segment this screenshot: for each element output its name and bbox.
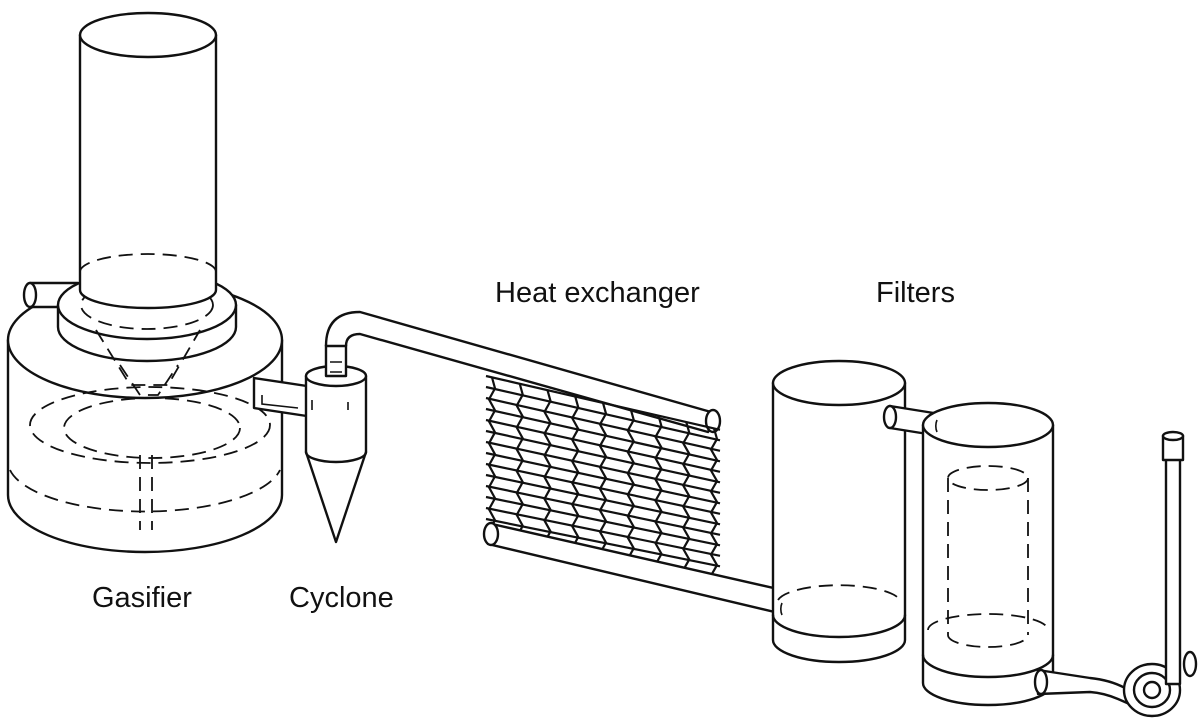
filter-2-unit [921,401,1055,707]
label-heat-exchanger: Heat exchanger [495,277,700,309]
gasifier-unit [6,11,322,554]
heat-exchanger-column [487,377,497,532]
heat-exchanger-rod [485,495,721,547]
label-cyclone: Cyclone [289,582,394,614]
heat-exchanger-rod [485,385,721,442]
heat-exchanger-column [598,402,608,554]
heat-exchanger-unit [324,310,802,620]
label-filters: Filters [876,277,955,309]
heat-exchanger-rod [485,462,721,515]
gasifier-outlet-port [252,376,322,420]
heat-exchanger-rod [485,429,721,484]
heat-exchanger-column [681,421,691,571]
heat-exchanger-rod [485,407,721,463]
label-gasifier: Gasifier [92,582,192,614]
cyclone-unit [304,343,368,544]
heat-exchanger-rod [485,396,721,452]
heat-exchanger-column [654,415,663,566]
outlet-pipe-and-blower [1033,430,1198,718]
heat-exchanger-rod [485,440,721,494]
heat-exchanger-column [570,396,580,549]
gasifier-feed-cylinder [78,11,218,310]
heat-exchanger-rod [485,506,721,557]
gasifier-inlet-pipe [22,281,80,309]
heat-exchanger-column [543,389,552,543]
heat-exchanger-column [515,383,525,538]
filter-1-unit [771,359,907,664]
heat-exchanger-rod [485,484,721,536]
heat-exchanger-column [626,408,636,560]
heat-exchanger-rod [485,473,721,526]
heat-exchanger-rod [485,451,721,505]
heat-exchanger-rod [485,418,721,473]
heat-exchanger-coils [485,374,721,578]
heat-exchanger-rod [485,517,721,568]
heat-exchanger-column [709,428,719,577]
